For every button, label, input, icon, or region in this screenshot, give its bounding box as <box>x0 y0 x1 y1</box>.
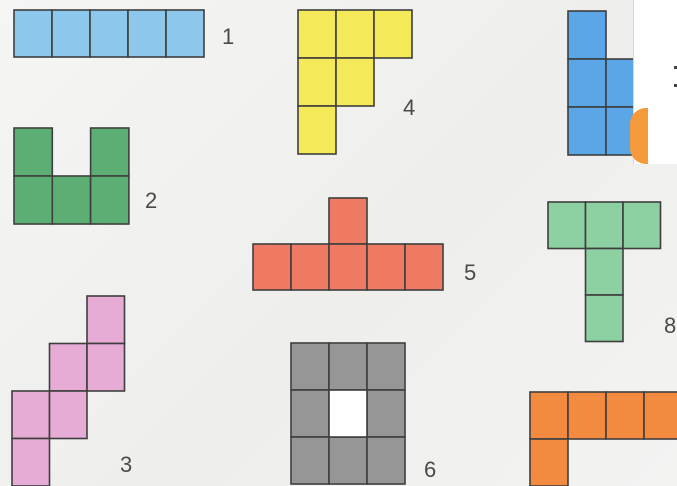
piece-cell <box>128 10 166 57</box>
piece-cell <box>52 10 90 57</box>
piece-cell <box>87 344 125 392</box>
piece-cell <box>329 437 367 484</box>
piece-cell <box>291 343 329 390</box>
piece-cell <box>14 128 52 176</box>
piece-cell <box>568 392 606 439</box>
piece-cell <box>367 390 405 437</box>
piece-5 <box>253 198 443 290</box>
piece-4 <box>298 10 412 154</box>
piece-2 <box>14 128 129 224</box>
piece-cell <box>623 202 661 249</box>
piece-3 <box>12 296 125 486</box>
piece-cell <box>298 106 336 154</box>
piece-label-8: 8 <box>664 315 676 337</box>
piece-cell <box>166 10 204 57</box>
piece-cell <box>530 392 568 439</box>
piece-cell <box>298 10 336 58</box>
piece-label-6: 6 <box>424 459 436 481</box>
piece-cell <box>329 244 367 290</box>
piece-cell <box>91 176 129 224</box>
piece-cell <box>644 392 677 439</box>
piece-cell <box>336 10 374 58</box>
piece-cell <box>606 392 644 439</box>
piece-cell <box>530 439 568 486</box>
piece-cell <box>12 391 50 439</box>
piece-cell <box>291 244 329 290</box>
piece-cell <box>548 202 586 249</box>
piece-cell <box>12 439 50 486</box>
piece-cell <box>14 10 52 57</box>
piece-extra-8 <box>530 392 677 486</box>
piece-cell <box>50 391 88 439</box>
piece-label-5: 5 <box>464 262 476 284</box>
piece-label-3: 3 <box>120 454 132 476</box>
piece-label-4: 4 <box>403 97 415 119</box>
piece-cell <box>405 244 443 290</box>
piece-cell <box>367 343 405 390</box>
piece-cell <box>90 10 128 57</box>
piece-label-1: 1 <box>222 26 234 48</box>
piece-1 <box>14 10 204 57</box>
piece-cell <box>336 58 374 106</box>
piece-cell <box>50 344 88 392</box>
piece-cell <box>253 244 291 290</box>
piece-cell <box>14 176 52 224</box>
piece-cell <box>87 296 125 344</box>
piece-cell <box>291 390 329 437</box>
piece-cell <box>568 107 606 155</box>
piece-cell <box>586 295 624 342</box>
piece-cell <box>367 244 405 290</box>
piece-8 <box>548 202 661 342</box>
piece-6-hole <box>329 390 367 437</box>
piece-cell <box>298 58 336 106</box>
piece-cell <box>329 343 367 390</box>
piece-cell <box>586 249 624 296</box>
piece-cell <box>291 437 329 484</box>
piece-cell <box>329 198 367 244</box>
piece-cell <box>586 202 624 249</box>
piece-cell <box>91 128 129 176</box>
piece-cell <box>374 10 412 58</box>
piece-cell <box>367 437 405 484</box>
piece-label-2: 2 <box>145 190 157 212</box>
piece-cell <box>568 11 606 59</box>
piece-cell <box>568 59 606 107</box>
corner-bump <box>630 108 648 164</box>
piece-cell <box>52 176 90 224</box>
